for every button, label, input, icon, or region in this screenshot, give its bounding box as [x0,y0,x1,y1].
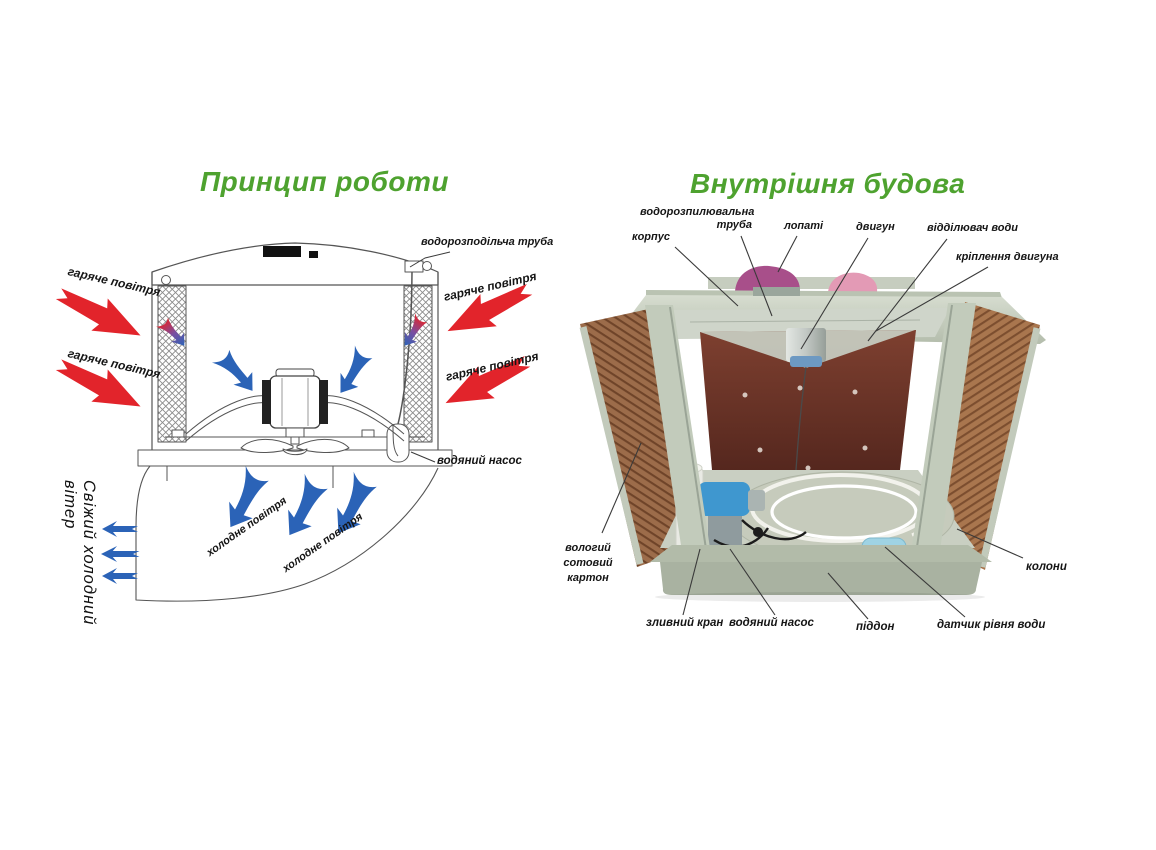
leader-lines-right [601,235,1024,620]
label-wet-pad: вологий сотовий картон [560,541,616,586]
wet-pad-left [580,308,700,567]
label-tray: піддон [856,621,895,633]
fan-blades [240,439,350,456]
leader-motor-mount [875,266,989,332]
label-water-pump-photo: водяний насос [729,617,814,629]
duct-outline [135,465,439,602]
pump-cap [698,482,750,516]
control-box [263,246,301,257]
motor-pad-right [319,380,328,424]
motor-blue-band [790,356,822,367]
small-cylinder [748,490,765,511]
cover-notch [753,287,800,296]
foot-left [171,429,185,438]
label-motor-mount: кріплення двигуна [956,251,1059,263]
label-spray-pipe-line1: водорозпилювальна [640,206,755,218]
leader-columns [956,528,1024,559]
label-spray-pipe: водорозпилювальна труба [640,206,755,232]
tube-coil-inner [770,484,918,540]
corner-fitting [161,275,171,285]
outer-walls [151,272,439,450]
label-distribution-pipe: водорозподільча труба [421,236,554,248]
leader-separator [867,238,948,342]
pipe-fitting [404,260,424,273]
motor-body [269,375,321,429]
label-water-separator: відділювач води [927,222,1018,234]
leader-pump-photo [729,548,776,616]
motor-cylinder [786,328,826,362]
label-housing: корпус [632,231,670,243]
label-fresh-cold-wind: Свіжий холодний вітер [61,480,98,626]
label-columns: колони [1026,561,1067,573]
ground-shadow [655,592,985,602]
fan-blade-pink-dark [735,265,800,291]
photo-cooler-internals [579,235,1046,620]
label-wet-pad-line2: сотовий [563,557,613,569]
label-spray-pipe-line2: труба [716,219,752,231]
leader-wet-pad [601,442,642,534]
duct-inner-lines [166,466,334,488]
left-cooling-pad [157,285,187,443]
leader-blades [777,235,798,273]
fan-ring-line [689,319,921,323]
motor-base [285,427,305,438]
label-wet-pad-line1: вологий [565,542,611,554]
leader-spray-pipe [740,235,773,317]
wet-pad-left-rim [579,326,644,565]
pump-inner [392,423,399,457]
post-front-right [912,303,976,550]
leader-drain [682,548,701,616]
foot-right [361,429,375,438]
leader-water-pump [410,451,436,463]
label-wet-pad-line3: картон [567,572,609,584]
leader-housing [674,246,739,307]
back-honeycomb [700,330,916,470]
basin-band [650,545,992,562]
pipe-fitting-cap [422,261,432,271]
leader-motor [800,237,869,350]
label-motor: двигун [856,221,895,233]
motor-seams [281,378,309,426]
right-cooling-pad [403,285,433,443]
left-title: Принцип роботи [200,166,449,197]
label-water-level-sensor: датчик рівня води [937,619,1046,631]
post-right-shade [916,304,953,548]
plinth [660,562,982,595]
post-front-left [645,305,710,552]
pump-cables [713,519,807,548]
fan-blade-pink-light [828,272,878,292]
control-box-small [309,251,318,258]
motor-support-arcs [185,395,405,442]
wet-pad-right-rim [978,327,1041,568]
cable-knot [753,527,763,537]
right-title: Внутрішня будова [690,168,966,199]
water-pipe-line [397,271,413,425]
post-left-shade [669,306,707,550]
motor-wire [795,366,807,471]
label-drain-valve: зливний кран [646,617,724,629]
label-water-pump-schematic: водяний насос [437,455,522,467]
leader-level-sensor [884,546,966,618]
motor-pad-left [262,380,271,424]
fan-shaft [290,436,300,445]
leader-distribution-pipe [409,251,451,268]
fresh-wind-arrows [101,521,140,584]
tray-outline [137,449,453,467]
leader-tray [827,572,869,620]
schematic-cooler-cross-section [135,242,453,602]
label-blades: лопаті [784,220,824,232]
transition-arrows [156,313,430,353]
panel-screws [742,385,868,471]
